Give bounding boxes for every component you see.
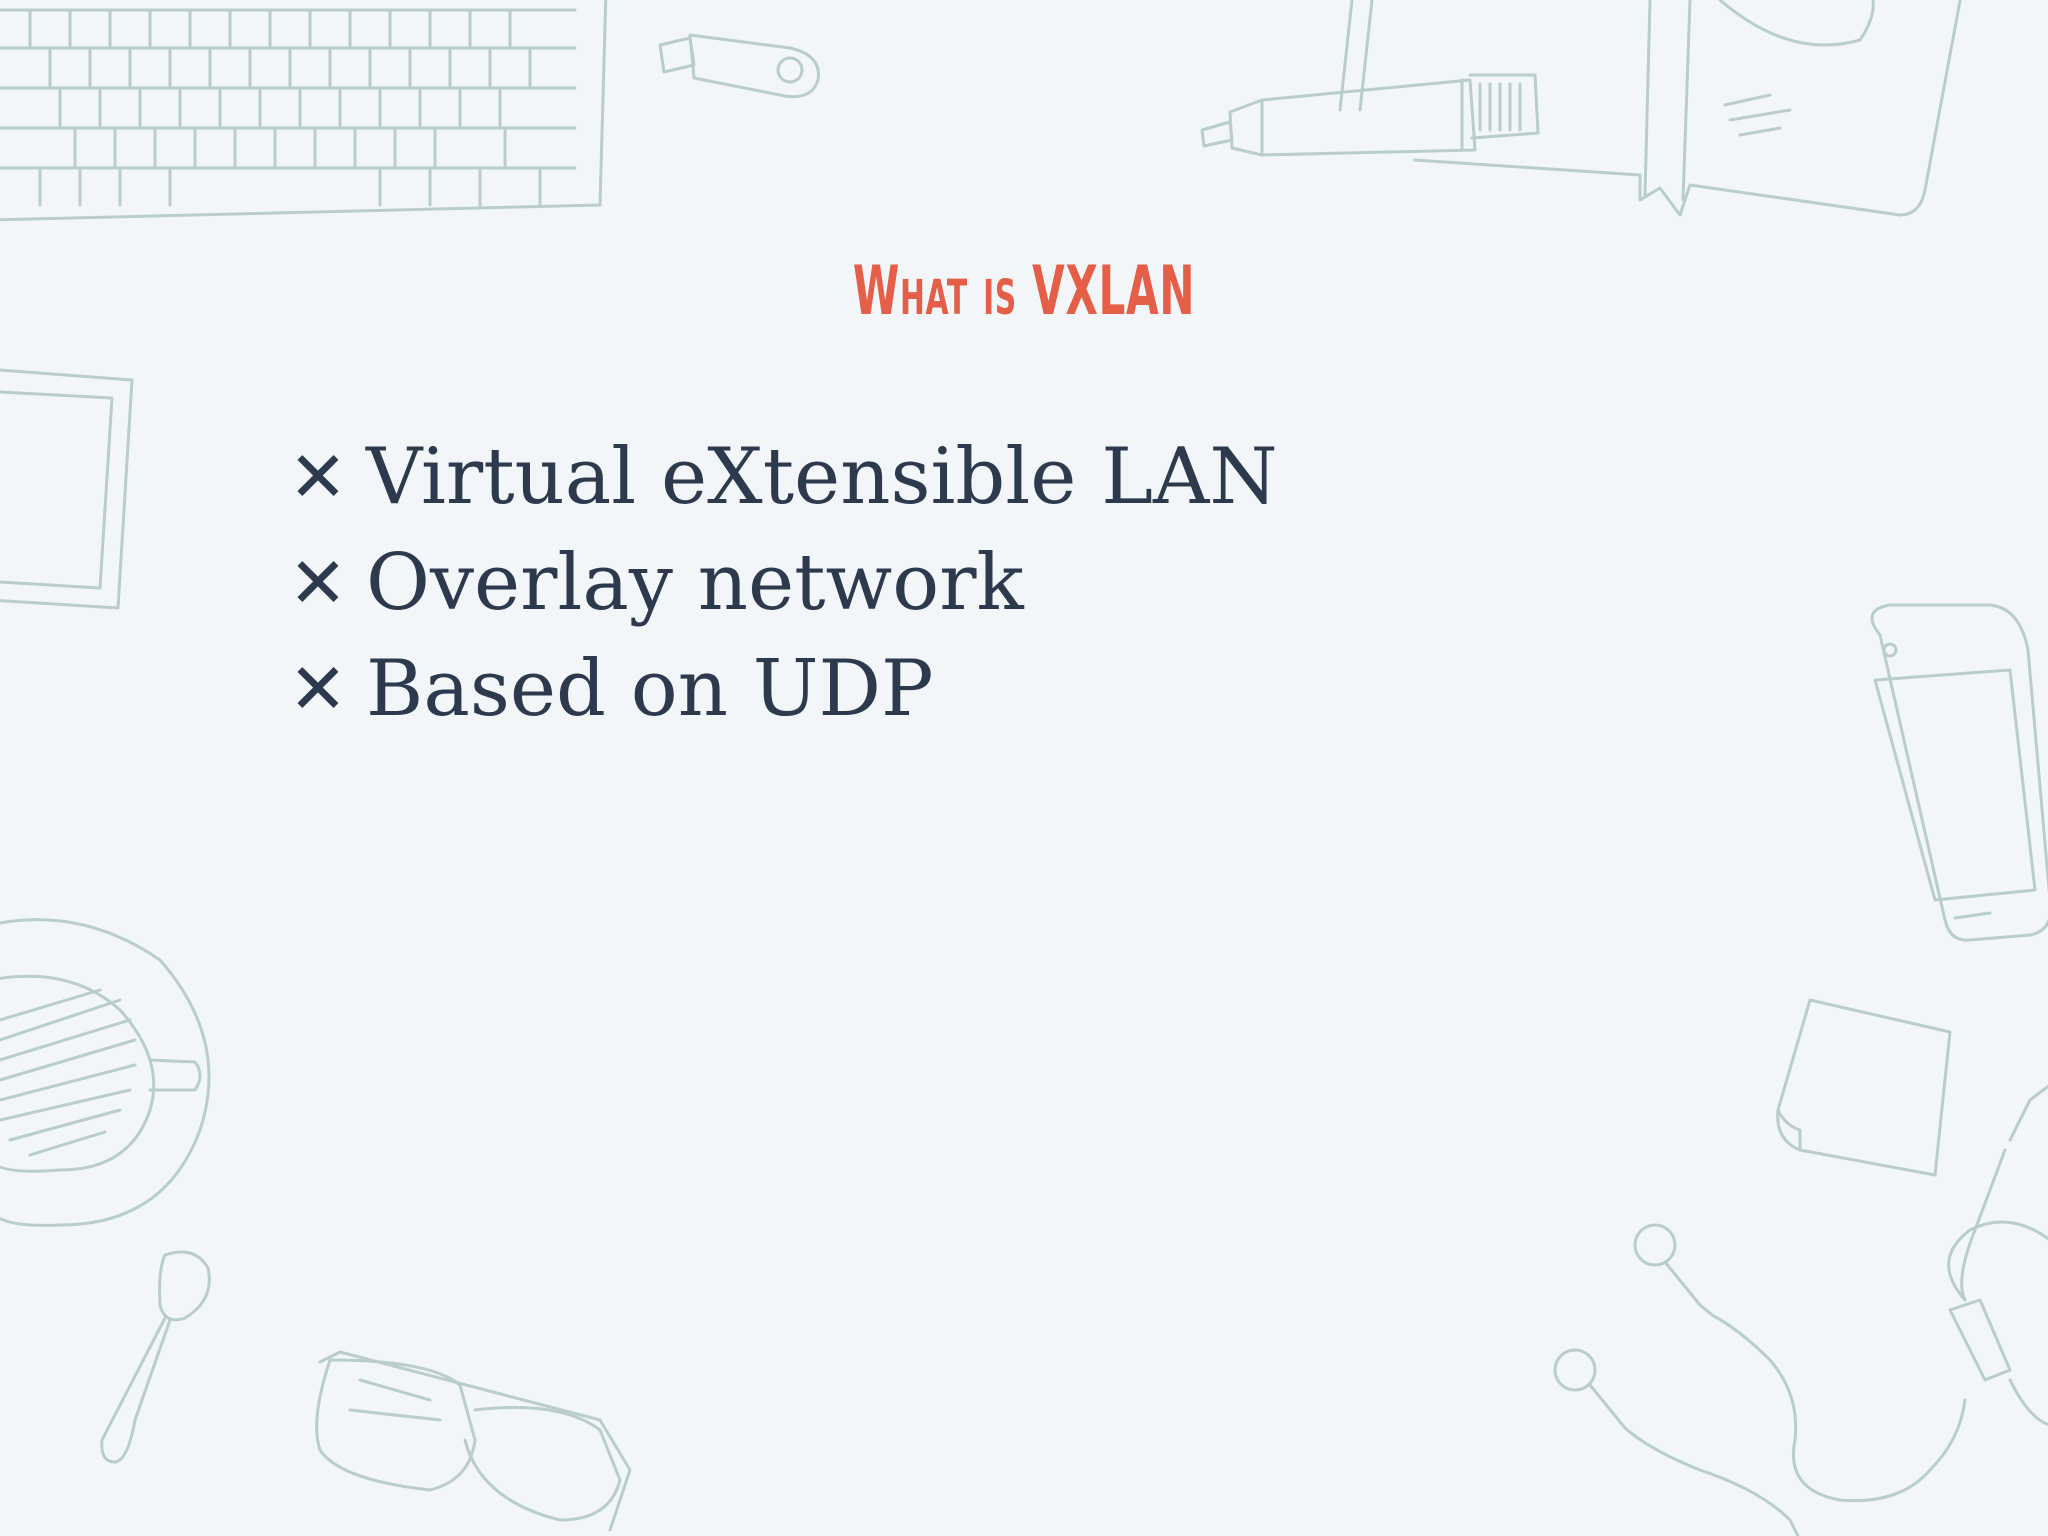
glasses-icon: [315, 1350, 632, 1532]
x-mark-icon: ✕: [288, 436, 348, 518]
notebook-icon: [1338, 0, 1962, 217]
keyboard-icon: [0, 0, 608, 222]
earphones-icon: [1553, 1084, 2048, 1536]
bullet-text: Overlay network: [366, 538, 1024, 628]
tablet-icon: [0, 368, 134, 610]
bullet-list: ✕ Virtual eXtensible LAN ✕ Overlay netwo…: [288, 424, 1278, 742]
bullet-item: ✕ Overlay network: [288, 530, 1278, 636]
bullet-item: ✕ Based on UDP: [288, 636, 1278, 742]
bullet-text: Virtual eXtensible LAN: [366, 432, 1278, 522]
coffee-cup-icon: [0, 918, 211, 1227]
marker-icon: [1200, 73, 1540, 157]
x-mark-icon: ✕: [288, 648, 348, 730]
spoon-icon: [100, 1250, 211, 1464]
x-mark-icon: ✕: [288, 542, 348, 624]
slide-title: What is VXLAN: [852, 252, 1196, 331]
smartphone-icon: [1870, 603, 2048, 942]
bullet-text: Based on UDP: [366, 644, 934, 734]
usb-stick-icon: [658, 33, 820, 99]
bullet-item: ✕ Virtual eXtensible LAN: [288, 424, 1278, 530]
sticky-note-icon: [1776, 998, 1952, 1177]
